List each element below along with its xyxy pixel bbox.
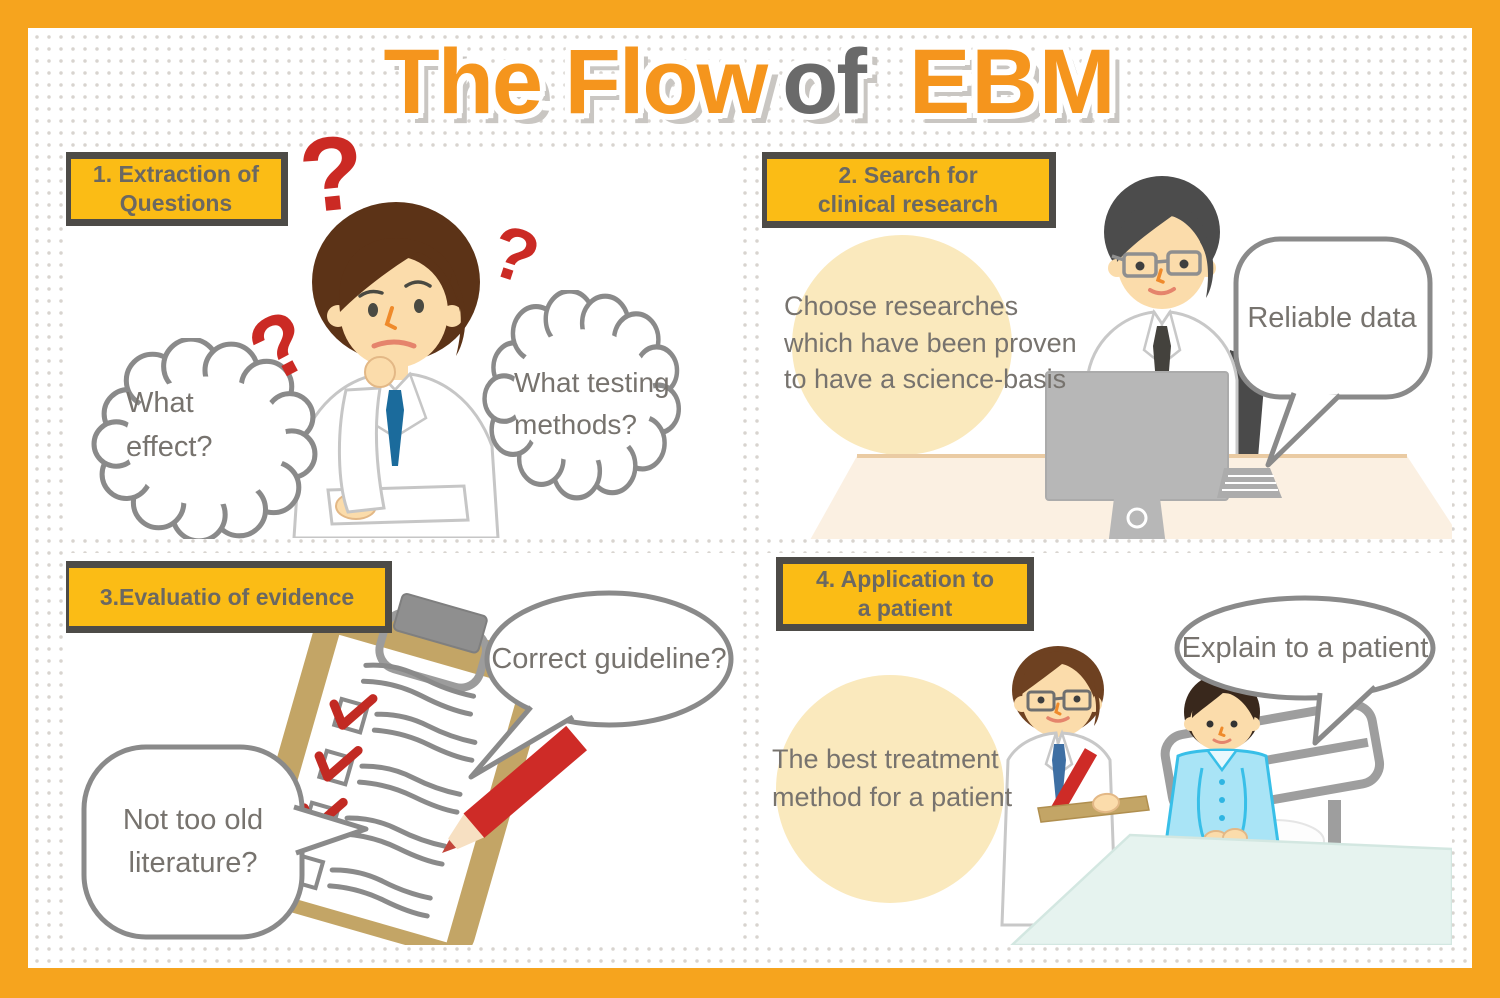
speech-bubble-explain: Explain to a patient	[1170, 593, 1450, 763]
cloud-shape	[91, 338, 318, 539]
thought1-text: What effect?	[126, 387, 213, 463]
speech-text: Explain to a patient	[1181, 631, 1429, 664]
keyboard-icon	[1217, 468, 1282, 498]
speech-bubble-shape	[468, 590, 734, 780]
highlight-circle	[792, 235, 1012, 455]
speech-bubble-correct-guideline: Correct guideline?	[461, 581, 738, 786]
step1-label: 1. Extraction of Questions	[66, 152, 288, 226]
speech-bubble-shape	[1174, 595, 1436, 746]
title-ebm: EBM	[909, 31, 1117, 133]
speech-text: Not too old literature?	[122, 803, 264, 880]
cloud-shape	[482, 290, 682, 501]
speech-text: Correct guideline?	[491, 642, 727, 675]
bed-blanket	[1010, 833, 1452, 945]
step2-note: Choose researches which have been proven…	[784, 291, 1077, 395]
panel-step2-search: Choose researches which have been proven…	[762, 150, 1452, 539]
panel-step3-evaluation: Correct guideline? Not too old literatur…	[66, 553, 738, 945]
speech-bubble-shape	[81, 744, 369, 940]
panel-step1-extraction: What effect? What testing methods? 1. Ex…	[66, 150, 738, 539]
doctor-and-patient-illustration	[1000, 646, 1452, 945]
thought2-text: What testing methods?	[514, 367, 670, 440]
thinking-doctor-illustration	[292, 202, 500, 538]
speech-text: Reliable data	[1247, 301, 1417, 334]
patient	[1164, 674, 1280, 850]
title-of: of	[782, 31, 867, 133]
speech-bubble-shape	[1233, 236, 1433, 468]
step3-label: 3.Evaluatio of evidence	[66, 561, 392, 633]
step4-note: The best treatment method for a patient	[772, 744, 1013, 812]
step4-label: 4. Application to a patient	[776, 557, 1034, 631]
red-pencil-icon	[442, 725, 587, 853]
thought-bubble-what-effect	[90, 338, 322, 539]
speech-bubble-not-too-old: Not too old literature?	[78, 741, 378, 945]
doctor-at-computer-illustration	[810, 176, 1452, 539]
speech-bubble-reliable-data: Reliable data	[1232, 235, 1437, 480]
step2-label: 2. Search for clinical research	[762, 152, 1056, 228]
thought-bubble-testing-methods	[481, 290, 685, 502]
question-mark-icon: ?	[294, 112, 371, 237]
highlight-circle	[776, 675, 1004, 903]
title-the-flow: The Flow	[383, 31, 769, 133]
panel-step4-application: The best treatment method for a patient …	[762, 553, 1452, 945]
